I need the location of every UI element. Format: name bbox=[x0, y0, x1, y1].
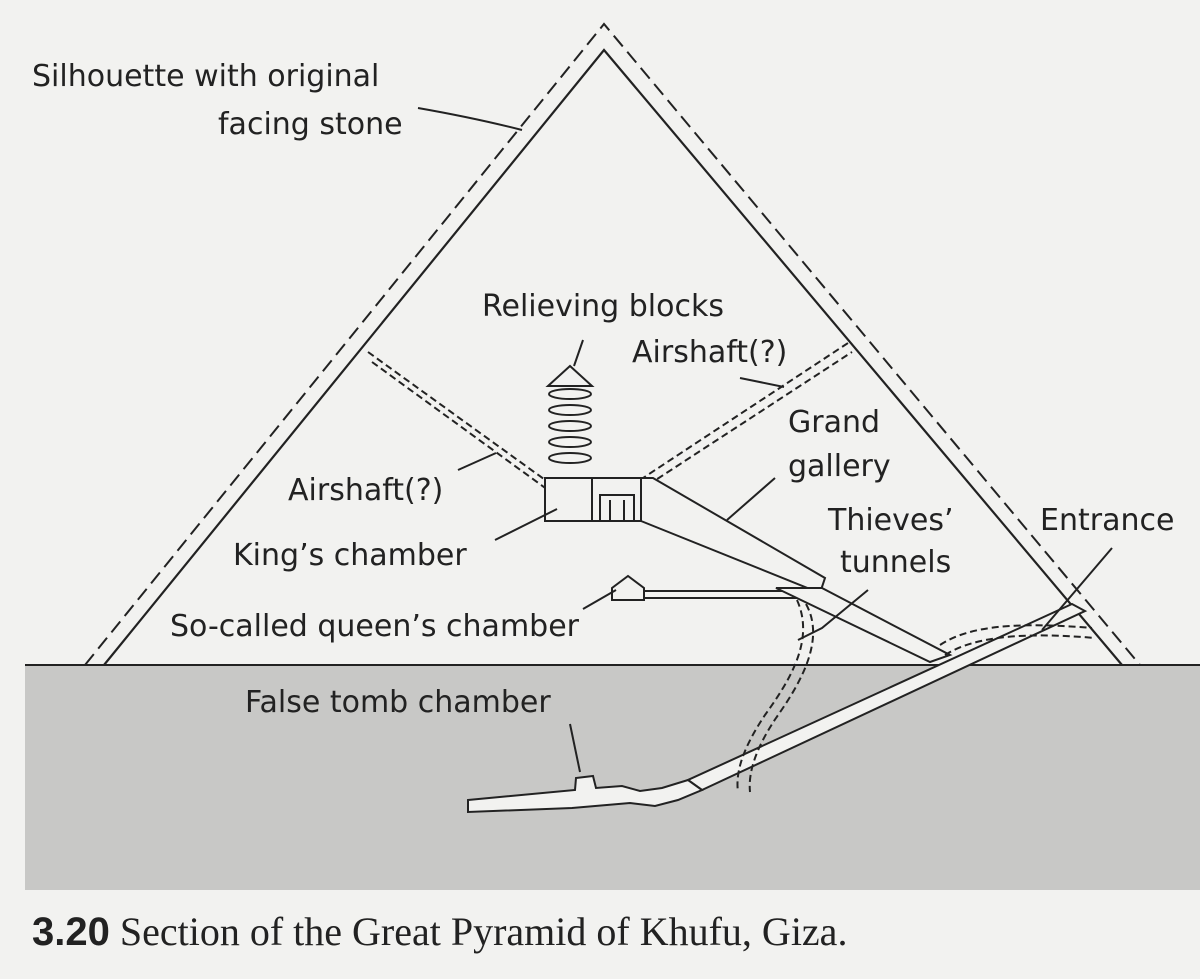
label-relieving-blocks: Relieving blocks bbox=[482, 289, 724, 324]
queens-leader bbox=[582, 589, 617, 610]
silhouette-leader bbox=[417, 107, 523, 131]
label-silhouette-line2: facing stone bbox=[218, 107, 403, 142]
label-false-tomb-chamber: False tomb chamber bbox=[245, 685, 551, 720]
label-grand-gallery-line1: Grand bbox=[788, 405, 880, 440]
leader-lines bbox=[417, 107, 1113, 773]
label-silhouette-line1: Silhouette with original bbox=[32, 59, 379, 94]
label-airshaft-left: Airshaft(?) bbox=[288, 473, 443, 508]
caption-text: Section of the Great Pyramid of Khufu, G… bbox=[119, 909, 848, 954]
figure-number: 3.20 bbox=[32, 910, 110, 954]
label-grand-gallery-line2: gallery bbox=[788, 449, 891, 484]
airshaft-right-leader bbox=[739, 377, 785, 388]
false-tomb-chamber bbox=[467, 774, 705, 814]
ascending-passage bbox=[775, 587, 953, 664]
relieving-blocks bbox=[545, 364, 595, 464]
label-thieves-tunnels-line2: tunnels bbox=[840, 545, 951, 580]
label-thieves-tunnels-line1: Thieves’ bbox=[827, 503, 954, 538]
gallery-leader bbox=[726, 477, 776, 521]
relieving-leader bbox=[573, 339, 584, 367]
airshaft-left-leader bbox=[457, 452, 497, 471]
label-airshaft-right: Airshaft(?) bbox=[632, 335, 787, 370]
kings-leader bbox=[494, 508, 558, 541]
thieves-leader bbox=[797, 589, 869, 641]
thieves-tunnels bbox=[736, 599, 1096, 793]
label-kings-chamber: King’s chamber bbox=[233, 538, 467, 573]
false-tomb-leader bbox=[569, 723, 581, 773]
left-airshaft bbox=[367, 351, 549, 491]
grand-gallery bbox=[640, 477, 827, 595]
label-entrance: Entrance bbox=[1040, 503, 1174, 538]
ground-fill bbox=[25, 665, 1200, 890]
label-queens-chamber: So-called queen’s chamber bbox=[170, 609, 580, 644]
right-airshaft bbox=[639, 342, 853, 486]
kings-chamber bbox=[544, 477, 642, 522]
entrance-leader bbox=[1041, 547, 1113, 631]
queens-chamber bbox=[611, 574, 803, 601]
pyramid-silhouette bbox=[84, 22, 1141, 666]
